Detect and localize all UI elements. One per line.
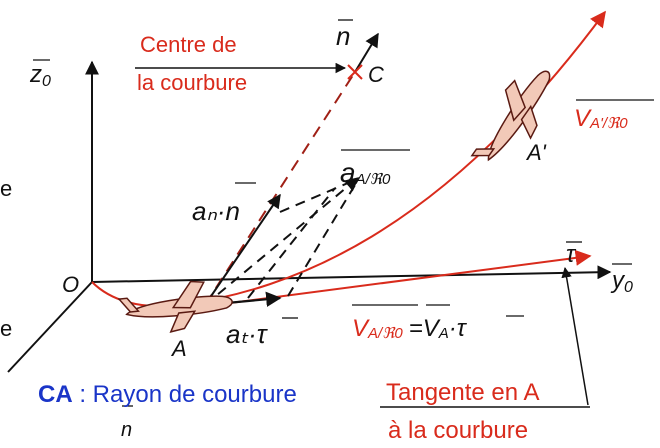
acceleration-label: aA/ℜ0 <box>340 157 391 188</box>
y0-axis <box>91 265 612 283</box>
acceleration-letter: a <box>340 157 356 188</box>
point-c-marker <box>347 64 363 80</box>
origin-label: O <box>62 272 79 297</box>
acceleration-subscript: A/ℜ0 <box>355 171 391 188</box>
airplane-a-prime-icon <box>470 70 551 162</box>
vector-overbars <box>33 19 654 407</box>
radius-caption: CA : Rayon de courbure <box>38 381 297 408</box>
an-n-vector <box>204 193 281 306</box>
n-vector-arrow <box>354 32 379 73</box>
z0-letter: z <box>29 61 42 88</box>
velocity-v-letter: V <box>352 315 370 342</box>
an-n-label: aₙ·n <box>192 196 240 226</box>
radius-caption-text: : Rayon de courbure <box>73 381 297 408</box>
parallelogram-right <box>287 179 359 297</box>
v-a-prime-label: VA'/ℜ0 <box>574 105 628 132</box>
velocity-tau: ·τ <box>449 315 468 342</box>
z0-subscript: 0 <box>42 73 51 90</box>
v-a-prime-subscript: A'/ℜ0 <box>589 115 628 132</box>
point-a-prime-label: A' <box>525 140 547 165</box>
y0-letter: y <box>610 267 626 294</box>
velocity-equation: VA/ℜ0 =VA·τ <box>352 315 468 342</box>
z0-label: z0 <box>29 61 51 90</box>
tangent-caption-line1: Tangente en A <box>386 379 539 406</box>
velocity-subscript: A/ℜ0 <box>367 325 403 342</box>
parallelogram-mid <box>247 187 336 299</box>
airplane-a-icon <box>117 280 233 333</box>
centre-label-line1: Centre de <box>140 32 237 57</box>
point-c-label: C <box>368 62 384 87</box>
velocity-rhs-subscript: A <box>438 325 449 342</box>
centre-label-line2: la courbure <box>137 70 247 95</box>
radius-of-curvature-line <box>204 71 356 306</box>
n-vector-label: n <box>336 21 350 51</box>
y0-subscript: 0 <box>624 279 633 296</box>
tau-label: τ <box>566 241 577 268</box>
edge-letter-e1: e <box>0 176 12 201</box>
v-a-prime-letter: V <box>574 105 592 132</box>
tangent-caption-line2: à la courbure <box>388 417 528 444</box>
bottom-n-label: n <box>121 419 132 441</box>
velocity-rhs: =V <box>409 315 441 342</box>
tangent-line <box>214 249 592 306</box>
y0-label: y0 <box>610 267 633 296</box>
parallelogram-top <box>279 179 356 213</box>
at-tau-label: aₜ·τ <box>226 319 269 349</box>
edge-letter-e2: e <box>0 316 12 341</box>
radius-caption-bold: CA <box>38 381 73 408</box>
tangent-leader-line <box>561 266 589 406</box>
x0-axis <box>7 281 93 373</box>
point-a-label: A <box>170 336 187 361</box>
